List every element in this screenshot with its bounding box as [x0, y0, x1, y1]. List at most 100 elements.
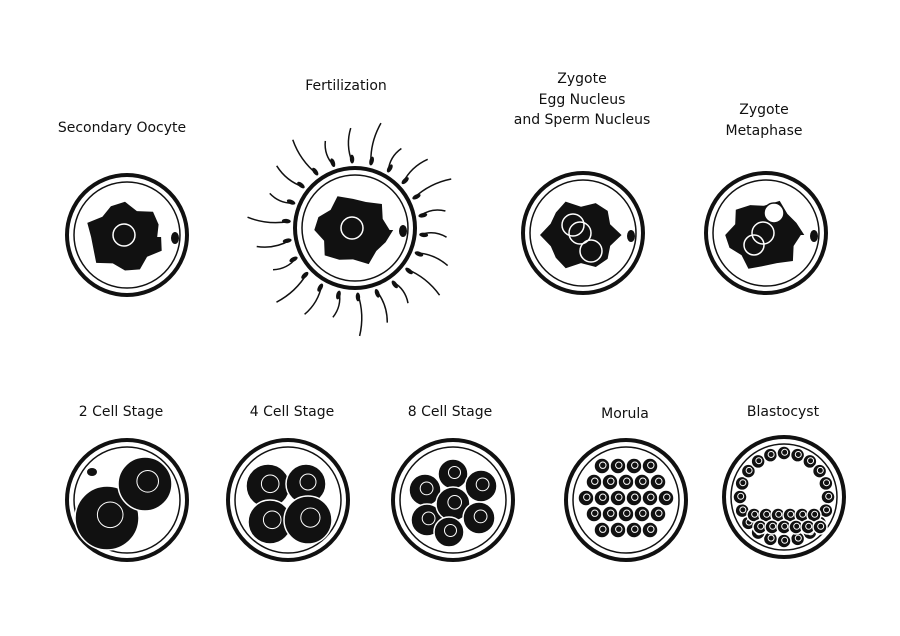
cell [585, 473, 603, 491]
sperm-nucleus [579, 239, 603, 263]
cell [577, 489, 595, 507]
polar-body [810, 230, 818, 242]
sperm-head [289, 256, 298, 263]
sperm-head [414, 251, 424, 257]
stage-label: and Sperm Nucleus [514, 112, 651, 128]
stage-label: Egg Nucleus [539, 92, 626, 108]
cytoplasm-blob [87, 201, 162, 271]
zona-outer-ring [564, 438, 688, 562]
cell-nucleus [631, 493, 639, 501]
sperm-head [391, 280, 398, 289]
cell-nucleus [623, 477, 631, 485]
polar-body [171, 232, 179, 244]
cell-nucleus [647, 525, 655, 533]
cell-nucleus [421, 511, 436, 526]
cell-nucleus [763, 510, 771, 518]
polar-body-2 [763, 202, 785, 224]
cell [820, 489, 836, 505]
cell [462, 501, 496, 535]
stage-label: 2 Cell Stage [79, 404, 163, 420]
cell [601, 505, 619, 523]
cell [593, 457, 611, 475]
cell-nucleus [794, 450, 802, 458]
cell [649, 505, 667, 523]
cell-nucleus [607, 477, 615, 485]
nucleus [340, 216, 364, 240]
cell [609, 457, 627, 475]
spindle [743, 234, 765, 256]
sperm-head [405, 267, 413, 275]
cell [633, 505, 651, 523]
stage-label: Metaphase [725, 123, 802, 139]
sperm-head [419, 232, 429, 238]
fertilization-illustration [247, 122, 452, 337]
cell-nucleus [260, 474, 280, 494]
cell-nucleus [745, 466, 753, 474]
cell-nucleus [615, 525, 623, 533]
cell-nucleus [757, 522, 765, 530]
blastocoel [742, 468, 826, 501]
cell-nucleus [817, 522, 825, 530]
cell [641, 489, 659, 507]
cell-nucleus [775, 510, 783, 518]
stage-label: 8 Cell Stage [408, 404, 492, 420]
cell-nucleus [825, 492, 833, 500]
cell-nucleus [807, 457, 815, 465]
cell-nucleus [823, 506, 831, 514]
cell [818, 475, 834, 492]
sperm-head [336, 290, 341, 300]
cell-nucleus [655, 509, 663, 517]
zygote-metaphase-illustration [704, 171, 828, 295]
cell [649, 473, 667, 491]
cell-nucleus [799, 510, 807, 518]
cell-nucleus [473, 509, 488, 524]
cell-nucleus [607, 509, 615, 517]
zona-outer-ring [722, 435, 846, 559]
cell [609, 489, 627, 507]
zona-outer-ring [704, 171, 828, 295]
cell-nucleus [739, 506, 747, 514]
cell [740, 463, 757, 479]
cell-nucleus [591, 477, 599, 485]
cytoplasm-blob [314, 196, 394, 265]
stage-label: 4 Cell Stage [250, 404, 334, 420]
stage-label: Fertilization [305, 78, 387, 94]
cell [732, 489, 748, 505]
zona-inner-ring [712, 179, 820, 287]
zona-inner-ring [572, 446, 680, 554]
cell-nucleus [96, 501, 124, 529]
cell-nucleus [639, 477, 647, 485]
sperm-head [355, 292, 361, 302]
zona-inner-ring [73, 446, 181, 554]
nucleus [751, 221, 775, 245]
cell [617, 473, 635, 491]
cell-nucleus [262, 510, 282, 530]
zygote-nuclei-illustration [521, 171, 645, 295]
cytoplasm-blob [725, 200, 805, 269]
nucleus [568, 221, 592, 245]
sperm-head [282, 238, 292, 244]
cell [593, 521, 611, 539]
sperm-head [330, 158, 336, 168]
polar-body [87, 468, 97, 476]
two-cell-illustration [65, 438, 189, 562]
stage-label: Morula [601, 406, 649, 422]
cell [789, 447, 806, 463]
cell [750, 453, 766, 470]
sperm-head [301, 271, 309, 279]
cytoplasm-blob [540, 201, 622, 269]
cell [117, 456, 173, 512]
cell [464, 469, 498, 503]
cell [625, 521, 643, 539]
cell-nucleus [737, 492, 745, 500]
stage-label: Zygote [739, 102, 788, 118]
cell [657, 489, 675, 507]
cell-nucleus [793, 522, 801, 530]
sperm-head [386, 164, 393, 173]
cell [802, 453, 818, 470]
cell-nucleus [444, 524, 457, 537]
cell-nucleus [599, 493, 607, 501]
cell-nucleus [769, 522, 777, 530]
